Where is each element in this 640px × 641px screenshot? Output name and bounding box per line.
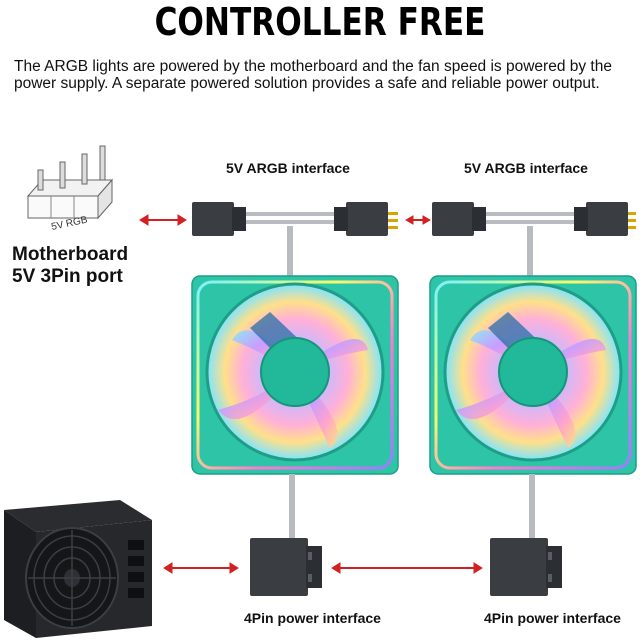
- argb-fan-left: [191, 275, 399, 475]
- power-interface-label-left: 4Pin power interface: [244, 610, 381, 626]
- power-supply-unit: [4, 500, 152, 638]
- power-cable-right: [490, 474, 562, 596]
- arrow-argb-chain: [404, 215, 432, 225]
- motherboard-port-label: Motherboard 5V 3Pin port: [12, 244, 128, 288]
- arrow-power-chain: [331, 562, 483, 574]
- page-title: CONTROLLER FREE: [154, 0, 486, 44]
- mb-label-line2: 5V 3Pin port: [12, 266, 123, 287]
- mb-label-line1: Motherboard: [12, 244, 129, 265]
- argb-cable-right: [432, 202, 636, 278]
- fan-hub: [260, 337, 330, 407]
- power-cable-left: [250, 474, 322, 596]
- argb-cable-left: [192, 202, 398, 278]
- arrow-mb-to-argb: [139, 214, 187, 226]
- power-interface-label-right: 4Pin power interface: [484, 610, 621, 626]
- description-text: The ARGB lights are powered by the mothe…: [14, 58, 612, 92]
- arrow-psu-to-power: [163, 562, 239, 574]
- argb-interface-label-left: 5V ARGB interface: [226, 160, 350, 176]
- fan-hub: [498, 337, 568, 407]
- argb-interface-label-right: 5V ARGB interface: [464, 160, 588, 176]
- motherboard-pin-header: 5V RGB: [26, 145, 114, 233]
- argb-fan-right: [429, 275, 637, 475]
